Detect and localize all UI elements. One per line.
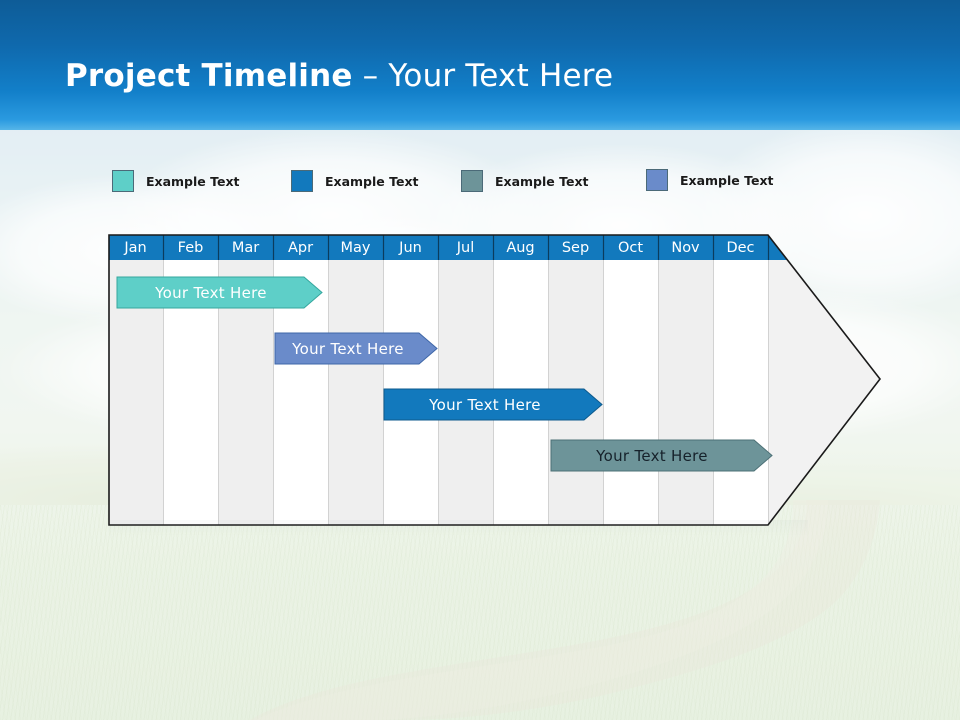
legend-label: Example Text (146, 173, 240, 189)
gantt-bar-3-label: Your Text Here (428, 396, 541, 414)
legend-swatch-icon (112, 170, 134, 192)
title-banner (0, 0, 960, 130)
month-column-stripe (603, 260, 658, 525)
legend-item-2[interactable]: Example Text (291, 170, 419, 192)
chart-arrow-outline (108, 234, 882, 526)
timeline-chart: Jan Feb Mar Apr May Jun Jul Aug Sep Oct … (108, 234, 886, 526)
gantt-bar-4-label: Your Text Here (595, 447, 708, 465)
page-title-bold: Project Timeline (65, 58, 353, 94)
month-header-row (109, 235, 880, 260)
month-header-feb[interactable]: Feb (178, 240, 204, 256)
legend-label: Example Text (325, 173, 419, 189)
legend-label: Example Text (680, 172, 774, 188)
legend-item-3[interactable]: Example Text (461, 170, 589, 192)
legend-item-1[interactable]: Example Text (112, 170, 240, 192)
month-header-mar[interactable]: Mar (232, 240, 259, 256)
month-column-stripe (658, 260, 713, 525)
gantt-bar-1-label: Your Text Here (154, 284, 267, 302)
gantt-bar-4-shape[interactable] (550, 439, 773, 472)
month-header-may[interactable]: May (341, 240, 371, 256)
month-header-sep[interactable]: Sep (562, 240, 589, 256)
gantt-bar-1-shape[interactable] (116, 276, 323, 309)
page-title-rest: – Your Text Here (352, 58, 614, 94)
legend-swatch-icon (461, 170, 483, 192)
gantt-bar-2-label: Your Text Here (291, 340, 404, 358)
legend-swatch-icon (646, 169, 668, 191)
month-header-apr[interactable]: Apr (288, 240, 313, 256)
gantt-bar-3[interactable]: Your Text Here (383, 388, 603, 421)
month-header-dec[interactable]: Dec (726, 240, 754, 256)
month-column-stripe (713, 260, 768, 525)
gantt-bar-4[interactable]: Your Text Here (550, 439, 773, 472)
month-header-aug[interactable]: Aug (506, 240, 534, 256)
gantt-bar-2-shape[interactable] (274, 332, 438, 365)
gantt-bar-2[interactable]: Your Text Here (274, 332, 438, 365)
month-header-jan[interactable]: Jan (123, 240, 146, 256)
month-header-jul[interactable]: Jul (456, 240, 475, 256)
month-header-nov[interactable]: Nov (671, 240, 700, 256)
page-title: Project Timeline – Your Text Here (65, 58, 613, 94)
legend-swatch-icon (291, 170, 313, 192)
legend-label: Example Text (495, 173, 589, 189)
month-column-stripe (328, 260, 383, 525)
grass-texture (0, 505, 960, 720)
month-header-jun[interactable]: Jun (398, 240, 422, 256)
gantt-bar-1[interactable]: Your Text Here (116, 276, 323, 309)
gantt-bar-3-shape[interactable] (383, 388, 603, 421)
background-grass (0, 505, 960, 720)
month-header-oct[interactable]: Oct (618, 240, 643, 256)
legend-item-4[interactable]: Example Text (646, 169, 774, 191)
